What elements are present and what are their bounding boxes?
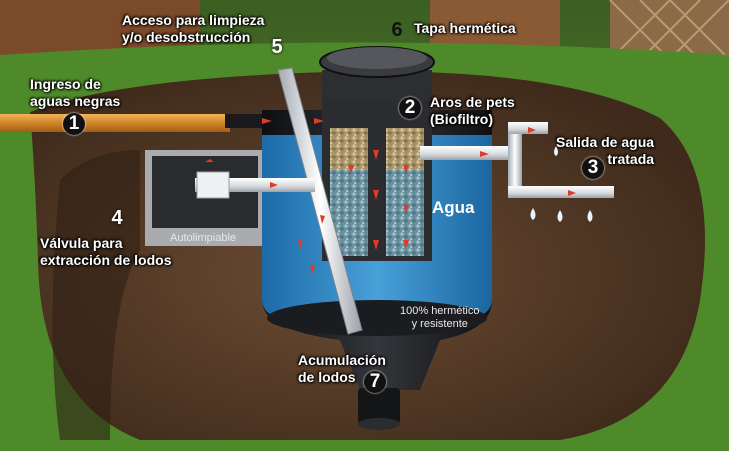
arrow-drain [568, 190, 576, 196]
label-aros: Aros de pets (Biofiltro) [430, 94, 515, 128]
label-tapa: Tapa hermética [414, 20, 516, 37]
arrow-media-4 [403, 240, 409, 248]
label-ingreso-line2: aguas negras [30, 93, 121, 109]
arrow-water-1 [298, 240, 303, 249]
badge-7: 7 [364, 371, 386, 393]
label-salida-line1: Salida de agua [556, 134, 655, 150]
label-salida: Salida de agua tratada [556, 134, 654, 168]
hermetic-lid-top [327, 47, 427, 69]
arrow-outlet [480, 151, 489, 157]
water-drops [530, 146, 593, 222]
valve-fitting [196, 171, 230, 199]
outlet-pipe-drain [508, 186, 614, 198]
label-acceso-line2: y/o desobstrucción [122, 29, 251, 45]
badge-3: 3 [582, 157, 604, 179]
arrow-media-2 [403, 165, 409, 173]
label-aros-line1: Aros de pets [430, 94, 515, 110]
label-tapa-line1: Tapa hermética [414, 20, 516, 36]
soil-cross-section [52, 150, 140, 440]
inlet-pipe [0, 114, 230, 132]
flow-arrows [205, 118, 576, 274]
agua-label: Agua [432, 198, 475, 217]
outlet-pipe [420, 146, 520, 160]
badge-6: 6 [391, 19, 403, 41]
lattice-pattern [609, 0, 729, 59]
sludge-outlet [358, 388, 400, 424]
autolimpiable-label: Autolimpiable [170, 232, 237, 244]
arrow-chamber [205, 159, 214, 162]
badge-1: 1 [63, 113, 85, 135]
outlet-pipe-vertical [508, 122, 522, 194]
label-acumulacion-line2: de lodos [298, 369, 356, 385]
badge-2: 2 [399, 97, 421, 119]
arrow-media-3 [403, 205, 409, 213]
hermetico-line1: 100% hermético [400, 305, 480, 317]
arrow-valve [270, 182, 278, 188]
arrow-column-3 [373, 240, 379, 250]
hermetico-line2: y resistente [411, 318, 468, 330]
arrow-water-3 [310, 265, 315, 274]
label-valvula: Válvula para extracción de lodos [40, 235, 171, 269]
arrow-water-2 [320, 215, 325, 224]
hermetico-label: 100% hermético y resistente [400, 305, 480, 331]
label-ingreso: Ingreso de aguas negras [30, 76, 120, 110]
arrow-inlet [262, 118, 272, 124]
arrow-column-2 [373, 190, 379, 200]
cleaning-access-pipe [277, 67, 363, 335]
badge-4: 4 [111, 207, 123, 229]
label-acceso-line1: Acceso para limpieza [122, 12, 265, 28]
sludge-outlet-cap [358, 418, 400, 430]
badge-5: 5 [271, 36, 283, 58]
label-valvula-line1: Válvula para [40, 235, 123, 251]
label-valvula-line2: extracción de lodos [40, 252, 172, 268]
tank-sludge-surface [267, 300, 487, 336]
arrow-outlet-2 [528, 127, 536, 133]
label-ingreso-line1: Ingreso de [30, 76, 101, 92]
arrow-column-1 [373, 150, 379, 160]
label-acumulacion: Acumulación de lodos [298, 352, 386, 386]
arrow-inlet-2 [314, 118, 324, 124]
label-acceso: Acceso para limpieza y/o desobstrucción [122, 12, 264, 46]
label-salida-line2: tratada [607, 151, 655, 167]
label-aros-line2: (Biofiltro) [430, 111, 493, 127]
arrow-media-1 [348, 165, 354, 173]
label-acumulacion-line1: Acumulación [298, 352, 386, 368]
